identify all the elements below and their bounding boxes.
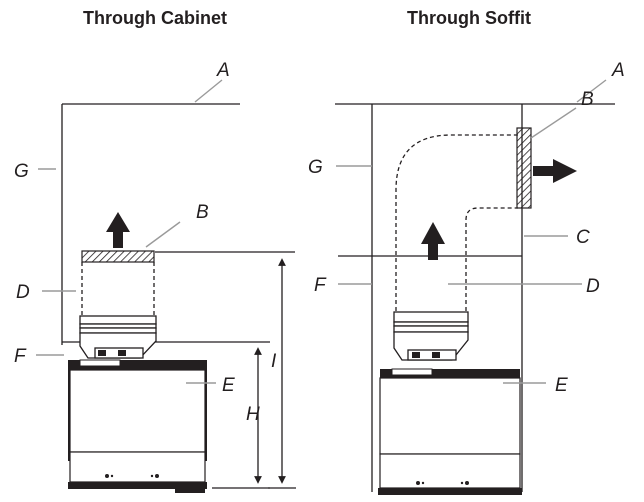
- exhaust-arrow-up-icon: [106, 212, 130, 232]
- duct-collar: [79, 315, 157, 325]
- duct-elbow-inner: [465, 207, 518, 318]
- range-hood-body: [69, 369, 206, 453]
- label-h: H: [246, 404, 260, 425]
- label-f: F: [314, 275, 327, 296]
- wall-cap: [81, 250, 155, 263]
- duct-elbow-outer: [395, 134, 518, 318]
- through-cabinet-diagram: A B G D F E H I: [14, 60, 296, 493]
- range-hood-control-panel: [69, 451, 206, 483]
- title-through-cabinet: Through Cabinet: [83, 8, 227, 28]
- label-e: E: [222, 375, 235, 396]
- label-d: D: [16, 282, 30, 303]
- title-through-soffit: Through Soffit: [407, 8, 531, 28]
- label-c: C: [576, 227, 590, 248]
- label-a: A: [611, 60, 625, 81]
- exhaust-arrow-shaft: [113, 230, 123, 248]
- label-f: F: [14, 346, 27, 367]
- through-soffit-diagram: A B C D E F G: [308, 60, 625, 495]
- control-knob-icon: [416, 481, 420, 485]
- label-b: B: [581, 89, 594, 110]
- airflow-arrow-up-icon: [421, 222, 445, 244]
- exhaust-arrow-shaft: [533, 166, 555, 176]
- label-g: G: [308, 157, 323, 178]
- label-d: D: [586, 276, 600, 297]
- range-hood-top: [380, 369, 520, 380]
- wall-cap: [516, 127, 532, 209]
- label-b: B: [196, 202, 209, 223]
- duct-collar: [393, 311, 469, 323]
- control-knob-icon: [105, 474, 109, 478]
- range-hood-body: [379, 377, 521, 455]
- exhaust-arrow-right-icon: [553, 159, 577, 183]
- label-a: A: [216, 60, 230, 81]
- range-hood-control-panel: [379, 453, 521, 489]
- airflow-arrow-shaft: [428, 242, 438, 260]
- range-hood-bottom: [68, 482, 207, 489]
- label-e: E: [555, 375, 568, 396]
- label-g: G: [14, 161, 29, 182]
- range-hood-bottom: [378, 488, 522, 495]
- label-i: I: [271, 351, 277, 372]
